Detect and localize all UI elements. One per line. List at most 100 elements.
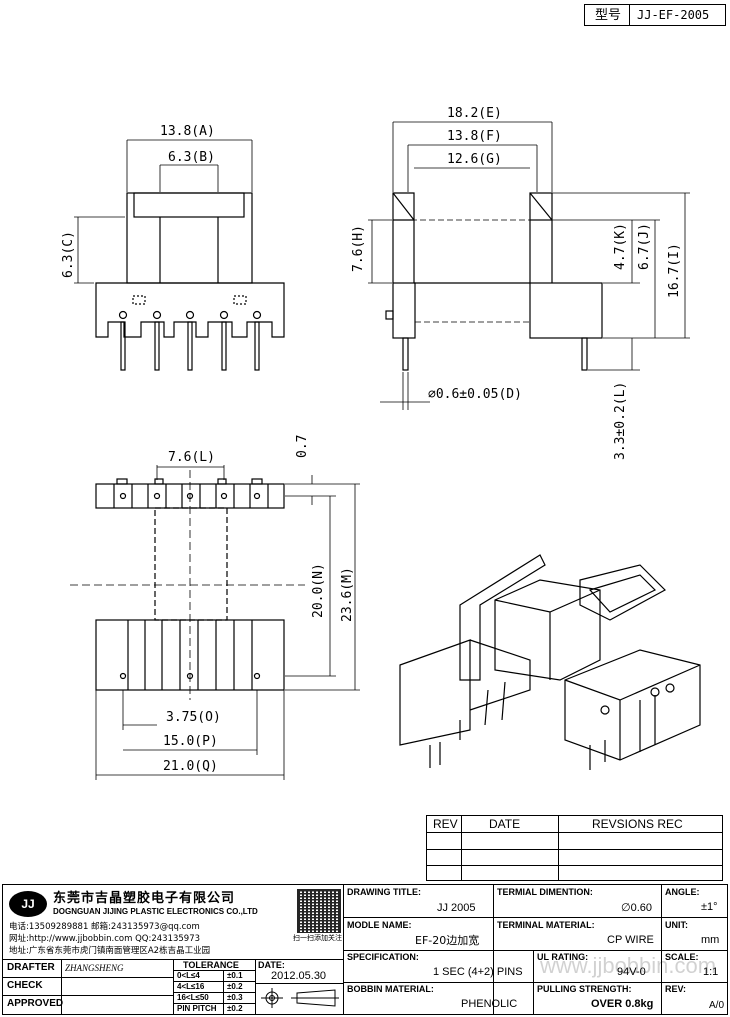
- terminal-material-label: TERMINAL MATERIAL:: [497, 920, 595, 930]
- qr-caption: 扫一扫添加关注: [293, 934, 342, 942]
- part-number-divider: [629, 5, 630, 25]
- dim-a-label: 13.8(A): [160, 124, 215, 139]
- top-view: [70, 465, 360, 780]
- dim-o-label: 3.75(O): [166, 710, 221, 725]
- rev-grid-h1: [427, 832, 722, 833]
- part-number-box: 型号 JJ-EF-2005: [584, 4, 726, 26]
- qr-code: [297, 889, 341, 933]
- ul-rating-label: UL RATING:: [537, 952, 589, 962]
- rev-label: REV:: [665, 984, 687, 994]
- tb-h-date: [255, 983, 343, 984]
- rev-header-rev: REV: [433, 817, 458, 831]
- specification-value: 1 SEC (4+2) PINS: [433, 966, 523, 978]
- company-logo-text: JJ: [21, 897, 35, 911]
- dim-top-offset-label: 0.7: [295, 434, 310, 458]
- part-number-label: 型号: [595, 8, 622, 23]
- date-value: 2012.05.30: [271, 970, 327, 982]
- title-block: JJ 东莞市吉晶塑胶电子有限公司 DOGNGUAN JIJING PLASTIC…: [2, 884, 728, 1015]
- tb-v-3: [661, 885, 662, 1014]
- bobbin-material-value: PHENOLIC: [461, 998, 518, 1010]
- tolerance-range-3: 16<L≤50: [177, 993, 209, 1002]
- terminal-dimention-value: ∅0.60: [621, 902, 652, 914]
- tb-h-left-2: [3, 977, 173, 978]
- dim-c-label: 6.3(C): [61, 231, 76, 278]
- dim-j-label: 6.7(J): [637, 223, 652, 270]
- tolerance-range-4: PIN PITCH: [177, 1004, 217, 1013]
- dim-b-label: 6.3(B): [168, 150, 215, 165]
- dim-g-label: 12.6(G): [447, 152, 502, 167]
- check-label: CHECK: [7, 980, 43, 991]
- model-name-value: EF-20边加宽: [415, 934, 480, 947]
- drafter-value: ZHANGSHENG: [65, 963, 124, 973]
- part-number-value: JJ-EF-2005: [637, 8, 710, 22]
- front-view: [74, 139, 285, 371]
- unit-label: UNIT:: [665, 920, 688, 930]
- tb-v-drafter: [61, 959, 62, 1014]
- rev-grid-h2: [427, 849, 722, 850]
- dim-n-label: 20.0(N): [311, 563, 326, 618]
- tolerance-value-2: ±0.2: [227, 982, 243, 991]
- tb-h-2: [343, 950, 728, 951]
- tolerance-range-1: 0<L≤4: [177, 971, 200, 980]
- terminal-material-value: CP WIRE: [607, 934, 654, 946]
- dim-l-top-label: 7.6(L): [168, 450, 215, 465]
- tolerance-range-2: 4<L≤16: [177, 982, 205, 991]
- tolerance-value-4: ±0.2: [227, 1004, 243, 1013]
- tb-h-1: [343, 917, 728, 918]
- date-label: DATE:: [258, 960, 285, 970]
- specification-label: SPECIFICATION:: [347, 952, 419, 962]
- revision-table: REV DATE REVSIONS REC: [426, 815, 723, 881]
- angle-label: ANGLE:: [665, 887, 700, 897]
- dim-h-label: 7.6(H): [351, 225, 366, 272]
- rev-grid-v2: [558, 816, 559, 880]
- dim-l-side-label: 3.3±0.2(L): [613, 381, 628, 460]
- side-view: [368, 121, 690, 410]
- watermark: www.jjbobbin.com: [540, 953, 717, 978]
- ul-rating-value: 94V-0: [617, 966, 646, 978]
- pulling-strength-value: OVER 0.8kg: [591, 998, 654, 1010]
- tolerance-value-1: ±0.1: [227, 971, 243, 980]
- rev-header-records: REVSIONS REC: [592, 817, 683, 831]
- tb-h-tol-1: [173, 970, 255, 971]
- company-web: 网址:http://www.jjbobbin.com QQ:243135973: [9, 934, 201, 944]
- pulling-strength-label: PULLING STRENGTH:: [537, 984, 632, 994]
- dim-k-label: 4.7(K): [613, 223, 628, 270]
- dim-d-label: ∅0.6±0.05(D): [428, 387, 522, 402]
- tb-v-tol: [173, 959, 174, 1014]
- tolerance-label: TOLERANCE: [183, 960, 239, 970]
- rev-grid-v1: [461, 816, 462, 880]
- company-name-cn: 东莞市吉晶塑胶电子有限公司: [53, 891, 236, 906]
- company-logo: JJ: [9, 891, 47, 917]
- dim-m-label: 23.6(M): [340, 567, 355, 622]
- dim-i-label: 16.7(I): [667, 243, 682, 298]
- tb-v-main: [343, 885, 344, 1014]
- tolerance-value-3: ±0.3: [227, 993, 243, 1002]
- rev-grid-h3: [427, 865, 722, 866]
- dim-p-label: 15.0(P): [163, 734, 218, 749]
- rev-header-date: DATE: [489, 817, 521, 831]
- drawing-title-value: JJ 2005: [437, 902, 476, 914]
- scale-label: SCALE:: [665, 952, 699, 962]
- unit-value: mm: [701, 934, 720, 946]
- bobbin-material-label: BOBBIN MATERIAL:: [347, 984, 434, 994]
- drafter-label: DRAFTER: [7, 962, 55, 973]
- rev-value: A/0: [709, 1000, 725, 1011]
- company-name-en: DOGNGUAN JIJING PLASTIC ELECTRONICS CO.,…: [53, 907, 258, 916]
- dim-e-label: 18.2(E): [447, 106, 502, 121]
- drawing-title-label: DRAWING TITLE:: [347, 887, 421, 897]
- terminal-dimention-label: TERMIAL DIMENTION:: [497, 887, 593, 897]
- company-address: 地址:广东省东莞市虎门镇南面管理区A2栋吉晶工业园: [9, 946, 211, 956]
- tb-h-tol-4: [173, 1003, 255, 1004]
- tb-h-3: [343, 982, 728, 983]
- angle-value: ±1°: [701, 901, 718, 913]
- dim-f-label: 13.8(F): [447, 129, 502, 144]
- approved-label: APPROVED: [7, 998, 64, 1009]
- company-phone: 电话:13509289881 邮箱:243135973@qq.com: [9, 922, 200, 932]
- model-name-label: MODLE NAME:: [347, 920, 412, 930]
- tb-h-left-3: [3, 995, 173, 996]
- tb-v-2: [493, 885, 494, 1014]
- projection-symbol: [261, 988, 339, 1008]
- scale-value: 1:1: [703, 966, 719, 978]
- dim-q-label: 21.0(Q): [163, 759, 218, 774]
